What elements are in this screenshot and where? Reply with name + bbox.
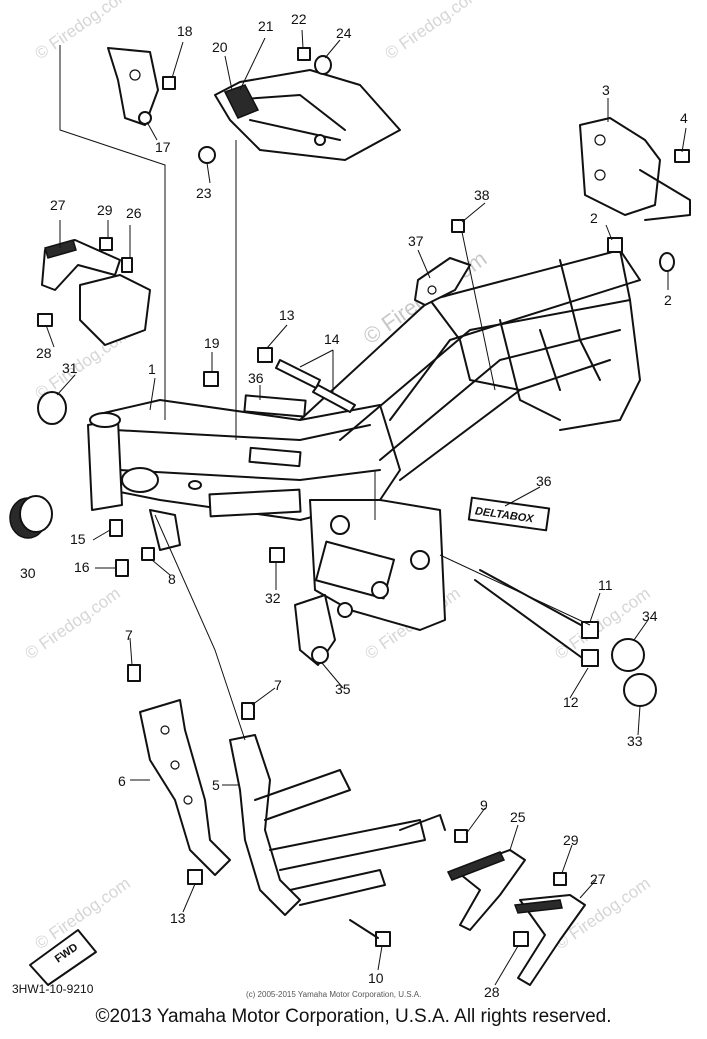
nut-13 <box>187 869 203 885</box>
callout-label: 13 <box>279 307 295 323</box>
callout-label: 30 <box>20 565 36 581</box>
callout-label: 9 <box>480 797 488 813</box>
bolt-7 <box>127 664 141 682</box>
callout-label: 32 <box>265 590 281 606</box>
callout-label: 10 <box>368 970 384 986</box>
nut-2 <box>607 237 623 253</box>
bolt-28 <box>513 931 529 947</box>
lower-cradle-5 <box>229 734 446 916</box>
callout-numbers: 18 21 22 24 20 3 4 17 23 27 29 26 38 2 3… <box>20 11 688 1000</box>
callout-label: 12 <box>563 694 579 710</box>
bolt-14 <box>275 359 321 389</box>
callout-label: 13 <box>170 910 186 926</box>
bolt-15 <box>109 519 123 537</box>
nut-29 <box>99 237 113 251</box>
bolt-12 <box>474 579 586 661</box>
bracket-27-left <box>37 237 151 346</box>
engine-mount-35 <box>294 594 336 666</box>
callout-label: 2 <box>664 292 672 308</box>
deltabox-sticker: DELTABOX <box>467 496 551 532</box>
collar-23 <box>198 146 216 164</box>
cap-33 <box>623 673 657 707</box>
decal-strip <box>243 394 307 418</box>
bolt-38 <box>451 219 465 233</box>
nut-12 <box>581 649 599 667</box>
callout-label: 31 <box>62 360 78 376</box>
nut-13 <box>257 347 273 363</box>
boss-31 <box>37 391 67 425</box>
top-bracket-17 <box>107 47 176 126</box>
callout-label: 5 <box>212 777 220 793</box>
nut-18 <box>162 76 176 90</box>
bolt-16 <box>115 559 129 577</box>
callout-label: 11 <box>598 577 613 593</box>
bracket-26 <box>79 274 151 346</box>
callout-label: 18 <box>177 23 193 39</box>
decal-strip <box>248 446 302 468</box>
bracket-37 <box>414 219 471 306</box>
callout-label: 14 <box>324 331 340 347</box>
callout-label: 36 <box>536 473 552 489</box>
callout-label: 29 <box>563 832 579 848</box>
callout-label: 25 <box>510 809 526 825</box>
main-frame <box>87 249 641 631</box>
nut-29 <box>553 872 567 886</box>
bolt-7 <box>241 702 255 720</box>
callout-label: 20 <box>212 39 228 55</box>
frame-exploded-diagram: © Firedog.com © Firedog.com © Firedog.co… <box>9 0 691 1000</box>
bolt-11 <box>479 569 591 631</box>
callout-label: 3 <box>602 82 610 98</box>
bolt-10 <box>375 931 391 947</box>
fwd-arrow-icon: FWD <box>29 929 97 986</box>
cover-20 <box>214 69 401 161</box>
bolt-9 <box>454 829 468 843</box>
callout-label: 15 <box>70 531 86 547</box>
callout-label: 7 <box>125 627 133 643</box>
callout-label: 23 <box>196 185 212 201</box>
callout-label: 22 <box>291 11 307 27</box>
callout-label: 28 <box>36 345 52 361</box>
cap-34 <box>611 638 645 672</box>
bolt-14 <box>312 384 356 413</box>
callout-label: 34 <box>642 608 658 624</box>
nut-32 <box>269 547 285 563</box>
callout-label: 7 <box>274 677 282 693</box>
callout-label: 27 <box>590 871 606 887</box>
watermark: © Firedog.com <box>381 0 483 63</box>
nut-8 <box>141 547 155 561</box>
down-tube-6 <box>139 699 231 876</box>
callout-label: 16 <box>74 559 90 575</box>
callout-label: 24 <box>336 25 352 41</box>
bolt-28 <box>37 313 53 327</box>
callout-label: 1 <box>148 361 156 377</box>
damper-24 <box>314 55 332 75</box>
bracket-25-27 <box>446 849 586 986</box>
part-code: 3HW1-10-9210 <box>12 982 94 996</box>
nut-19 <box>203 371 219 387</box>
callout-label: 38 <box>474 187 490 203</box>
callout-label: 27 <box>50 197 66 213</box>
watermark: © Firedog.com <box>21 584 123 664</box>
callout-label: 26 <box>126 205 142 221</box>
callout-label: 17 <box>155 139 171 155</box>
nut-11 <box>581 621 599 639</box>
callout-label: 2 <box>590 210 598 226</box>
leader-lines <box>45 29 687 986</box>
bracket-3 <box>579 117 691 221</box>
callout-label: 33 <box>627 733 643 749</box>
callout-label: 21 <box>258 18 274 34</box>
copyright-footer: ©2013 Yamaha Motor Corporation, U.S.A. A… <box>95 1006 612 1027</box>
small-copyright: (c) 2005-2015 Yamaha Motor Corporation, … <box>246 990 421 999</box>
callout-label: 19 <box>204 335 220 351</box>
callout-label: 4 <box>680 110 688 126</box>
callout-label: 28 <box>484 984 500 1000</box>
callout-label: 36 <box>248 370 264 386</box>
callout-label: 35 <box>335 681 351 697</box>
callout-label: 37 <box>408 233 424 249</box>
callout-label: 29 <box>97 202 113 218</box>
callout-label: 8 <box>168 571 176 587</box>
nut-22 <box>297 47 311 61</box>
callout-label: 6 <box>118 773 126 789</box>
nut-2 <box>659 252 675 272</box>
